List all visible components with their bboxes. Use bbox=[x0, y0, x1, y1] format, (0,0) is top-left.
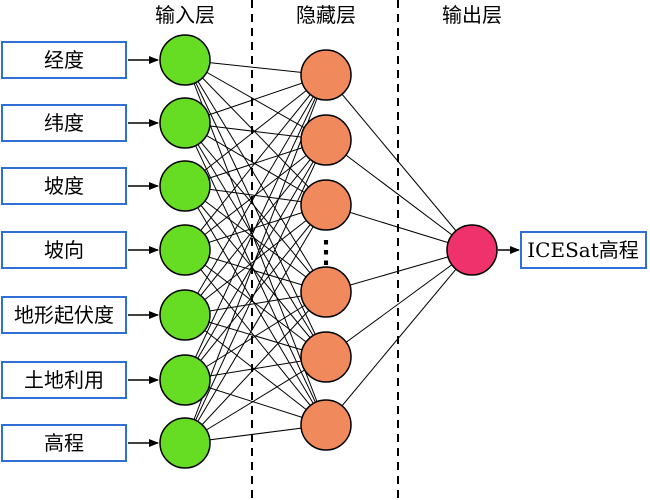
output-node bbox=[446, 224, 498, 276]
input-feature-label: 经度 bbox=[44, 48, 84, 72]
input-node bbox=[159, 34, 211, 86]
input-nodes bbox=[159, 34, 211, 469]
input-layer-title: 输入层 bbox=[155, 3, 215, 27]
connection-line bbox=[184, 122, 327, 426]
hidden-node bbox=[300, 49, 352, 101]
input-feature-label: 坡度 bbox=[44, 174, 84, 198]
hidden-layer-title: 隐藏层 bbox=[296, 3, 356, 27]
connection-line bbox=[184, 74, 327, 316]
input-feature-box bbox=[1, 296, 127, 334]
connection-line bbox=[184, 139, 327, 444]
connection-line bbox=[184, 185, 327, 426]
input-feature-label: 坡向 bbox=[44, 238, 84, 262]
output-label: ICESat高程 bbox=[527, 238, 638, 262]
input-feature-label: 土地利用 bbox=[24, 368, 104, 392]
hidden-node bbox=[300, 266, 352, 318]
input-feature-box bbox=[1, 361, 127, 399]
connection-line bbox=[184, 74, 327, 187]
connection-line bbox=[325, 74, 473, 251]
connection-line bbox=[184, 314, 327, 426]
hidden-nodes bbox=[300, 49, 352, 451]
connection-line bbox=[184, 204, 327, 444]
connection-line bbox=[184, 59, 327, 358]
input-node bbox=[159, 224, 211, 276]
input-feature-box bbox=[1, 424, 127, 462]
hidden-ellipsis: ⋮ bbox=[311, 235, 341, 270]
input-node bbox=[159, 289, 211, 341]
connection-line bbox=[184, 74, 327, 251]
hidden-node bbox=[300, 331, 352, 383]
connection-line bbox=[184, 122, 327, 293]
hidden-node bbox=[300, 114, 352, 166]
connection-line bbox=[325, 249, 473, 426]
input-feature-label: 地形起伏度 bbox=[14, 303, 114, 327]
input-feature-box bbox=[1, 231, 127, 269]
connection-line bbox=[184, 291, 327, 444]
connection-line bbox=[325, 139, 473, 251]
input-node bbox=[159, 97, 211, 149]
input-feature-box bbox=[1, 104, 127, 142]
input-feature-box bbox=[1, 167, 127, 205]
input-arrows bbox=[128, 56, 159, 447]
connection-line bbox=[184, 122, 327, 358]
connection-line bbox=[184, 74, 327, 381]
hidden-node bbox=[300, 399, 352, 451]
input-feature-box bbox=[1, 41, 127, 79]
connection-line bbox=[184, 291, 327, 381]
input-node bbox=[159, 354, 211, 406]
connection-line bbox=[184, 356, 327, 444]
hidden-node bbox=[300, 179, 352, 231]
output-label-box bbox=[520, 231, 647, 269]
input-node bbox=[159, 417, 211, 469]
connection-line bbox=[325, 249, 473, 358]
connection-line bbox=[184, 249, 327, 426]
input-feature-label: 纬度 bbox=[44, 111, 84, 135]
connection-line bbox=[184, 59, 327, 293]
connection-line bbox=[184, 185, 327, 293]
input-node bbox=[159, 160, 211, 212]
input-feature-label: 高程 bbox=[44, 431, 84, 455]
output-layer-title: 输出层 bbox=[442, 3, 502, 27]
